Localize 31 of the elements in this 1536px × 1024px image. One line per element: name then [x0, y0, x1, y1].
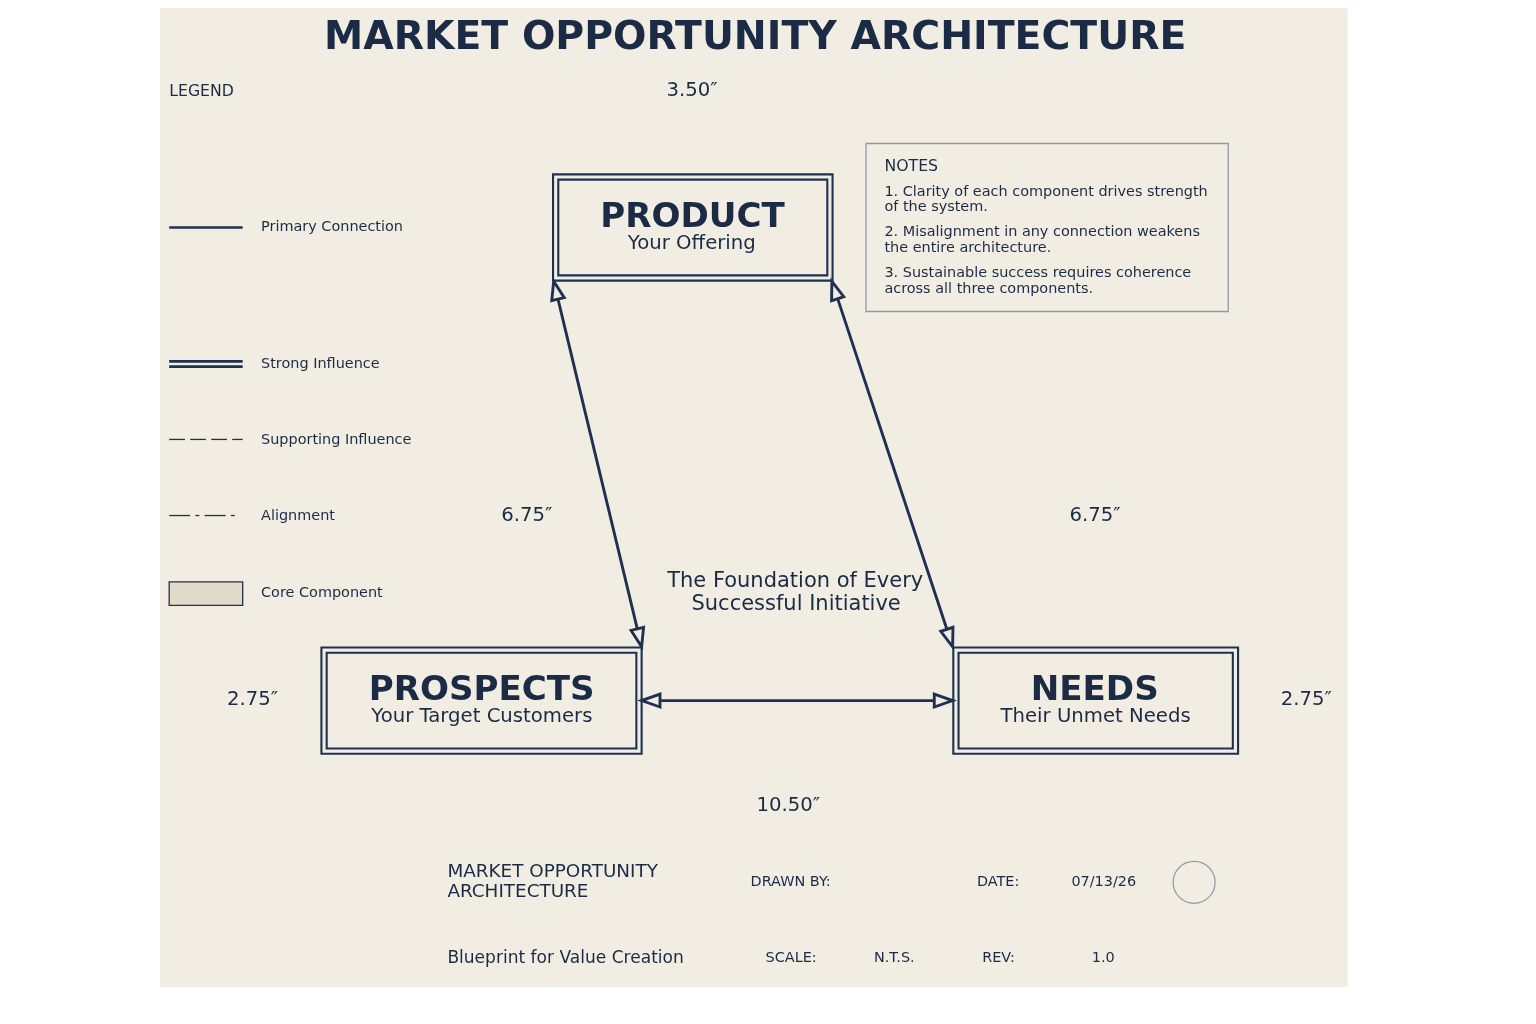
label: DATE:	[976, 873, 1020, 890]
legend-label: Strong Influence	[261, 354, 380, 371]
legend-label: Primary Connection	[261, 218, 403, 235]
label: LEGEND	[169, 80, 234, 100]
arrow	[830, 277, 955, 651]
diagram-title: MARKET OPPORTUNITY ARCHITECTURE	[324, 12, 1187, 59]
label: 07/13/26	[1071, 873, 1137, 890]
label: 10.50″	[756, 792, 821, 816]
label: MARKET OPPORTUNITY ARCHITECTURE	[447, 860, 658, 902]
node-box: PROSPECTS Your Target Customers	[320, 646, 643, 755]
label: N.T.S.	[873, 949, 915, 966]
label: 2.75″	[1280, 687, 1332, 711]
label: SCALE:	[765, 949, 817, 966]
label: 2.75″	[226, 687, 279, 711]
label: 1.0	[1091, 949, 1115, 966]
node-circle	[1172, 860, 1216, 904]
label: REV:	[982, 949, 1015, 966]
label: 3.50″	[666, 77, 718, 101]
label: 6.75″	[1069, 502, 1121, 526]
label: DRAWN BY:	[750, 873, 831, 890]
legend-label: Core Component	[261, 584, 383, 601]
node-box: NOTES 1. Clarity of each component drives strength of the system. 2. Misalignment in any connection weakens the entire architecture. 3. Sustainable success requires coherence across all three components.	[865, 142, 1229, 313]
arrow	[550, 277, 646, 652]
label: The Foundation of Every Successful Initiative	[667, 567, 924, 616]
label: 6.75″	[501, 502, 553, 526]
legend-label: Alignment	[261, 506, 335, 523]
arrow	[637, 692, 957, 710]
legend-label: Supporting Influence	[261, 430, 412, 447]
node-box: NEEDS Their Unmet Needs	[952, 646, 1240, 755]
node-box: PRODUCT Your Offering	[552, 173, 834, 282]
label: Blueprint for Value Creation	[447, 946, 684, 967]
